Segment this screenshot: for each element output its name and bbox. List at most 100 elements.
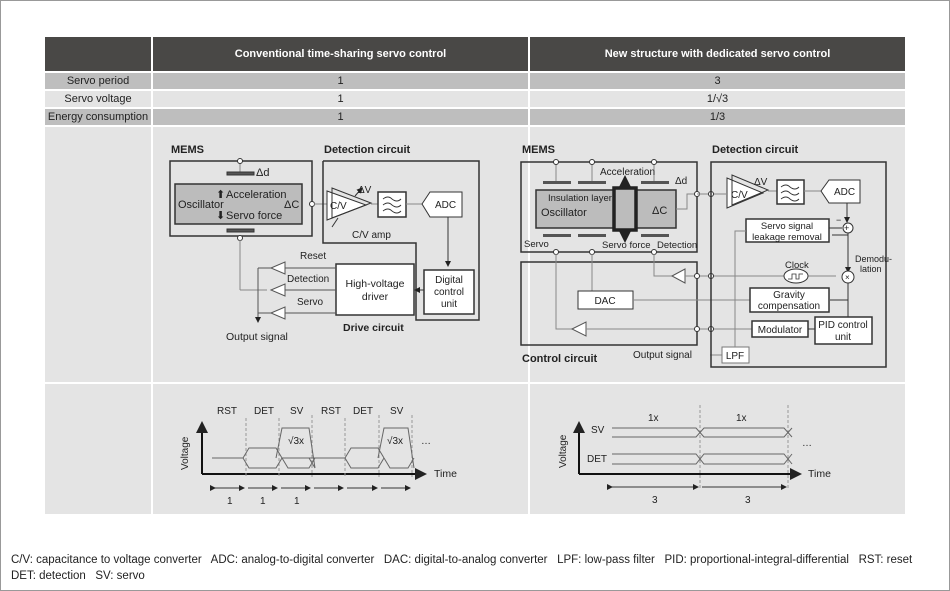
svg-text:1: 1: [294, 496, 300, 507]
svg-text:unit: unit: [441, 299, 457, 310]
detection-box-new: [710, 161, 887, 368]
svg-text:Servo force: Servo force: [226, 210, 282, 222]
svg-text:ΔV: ΔV: [358, 185, 372, 196]
new-diagram: MEMS Detection circuit Acceleration Δd I…: [520, 144, 892, 368]
mems-box-new: [520, 161, 698, 253]
detection-box: [322, 160, 480, 321]
cell-new: 1/√3: [528, 89, 907, 109]
svg-text:1: 1: [227, 496, 233, 507]
detection-title: Detection circuit: [324, 144, 411, 156]
gravity-comp-box: [749, 287, 830, 313]
svg-text:Insulation layer: Insulation layer: [548, 193, 612, 204]
svg-text:Servo force: Servo force: [602, 240, 651, 251]
svg-text:ΔV: ΔV: [754, 177, 768, 188]
svg-text:C/V: C/V: [731, 190, 748, 201]
svg-text:ADC: ADC: [834, 187, 855, 198]
svg-text:RST: RST: [321, 406, 341, 417]
svg-text:DET: DET: [353, 406, 373, 417]
svg-text:…: …: [802, 438, 812, 449]
svg-text:leakage removal: leakage removal: [752, 232, 822, 243]
pid-box: [814, 316, 873, 345]
svg-text:MEMS: MEMS: [522, 144, 555, 156]
bottom-electrode: [226, 228, 255, 233]
svg-text:High-voltage: High-voltage: [346, 278, 405, 290]
oscillator-box-new: [535, 189, 677, 229]
svg-text:DAC: DAC: [594, 296, 615, 307]
svg-text:SV: SV: [390, 406, 404, 417]
oscillator-box: [174, 183, 303, 225]
svg-text:Detection: Detection: [657, 240, 697, 251]
svg-text:Drive circuit: Drive circuit: [343, 322, 404, 334]
svg-text:…: …: [421, 436, 431, 447]
cell-conventional: 1: [151, 89, 530, 109]
svg-text:SV: SV: [591, 425, 605, 436]
conventional-timing: Voltage Time RST DET SV RST DET SV √3x √…: [180, 406, 457, 507]
svg-text:−: −: [836, 215, 841, 225]
hv-driver-box: [335, 263, 415, 316]
control-box: [520, 261, 698, 346]
svg-text:1: 1: [260, 496, 266, 507]
svg-text:Oscillator: Oscillator: [178, 199, 224, 211]
table-row: Energy consumption 1 1/3: [43, 107, 907, 127]
svg-text:Clock: Clock: [785, 260, 809, 271]
table-row: Servo period 1 3: [43, 71, 907, 91]
new-timing: Voltage Time SV DET 1x 1x … 3 3: [558, 405, 831, 506]
svg-text:Servo signal: Servo signal: [761, 221, 813, 232]
svg-text:Acceleration: Acceleration: [600, 167, 655, 178]
svg-text:Servo: Servo: [524, 239, 549, 250]
svg-text:1x: 1x: [648, 413, 659, 424]
svg-text:C/V: C/V: [330, 201, 347, 212]
svg-text:Modulator: Modulator: [758, 325, 803, 336]
caption-line-1: C/V: capacitance to voltage converter AD…: [11, 554, 913, 566]
svg-text:RST: RST: [217, 406, 237, 417]
svg-text:Digital: Digital: [435, 275, 463, 286]
svg-text:Oscillator: Oscillator: [541, 207, 587, 219]
svg-text:unit: unit: [835, 332, 851, 343]
svg-text:ΔC: ΔC: [652, 205, 667, 217]
svg-text:LPF: LPF: [726, 351, 744, 362]
svg-text:Output signal: Output signal: [633, 350, 692, 361]
conventional-diagram: MEMS Detection circuit Δd Oscillator Acc…: [169, 144, 480, 343]
comparison-table: Conventional time-sharing servo control …: [43, 35, 907, 516]
arrow-up-icon: ⬆: [216, 189, 225, 201]
svg-text:Acceleration: Acceleration: [226, 189, 287, 201]
svg-text:Voltage: Voltage: [558, 434, 569, 468]
svg-text:control: control: [434, 287, 464, 298]
svg-text:compensation: compensation: [758, 301, 820, 312]
arrow-down-icon: ⬇: [216, 210, 225, 222]
svg-text:Detection: Detection: [287, 274, 329, 285]
cell-conventional: 1: [151, 71, 530, 91]
svg-text:Reset: Reset: [300, 251, 326, 262]
svg-text:Voltage: Voltage: [180, 436, 191, 470]
svg-text:3: 3: [745, 495, 751, 506]
abbreviation-caption: C/V: capacitance to voltage converter AD…: [11, 552, 941, 584]
svg-text:Demodu-: Demodu-: [855, 254, 892, 264]
svg-text:Time: Time: [434, 468, 457, 480]
svg-text:Servo: Servo: [297, 297, 324, 308]
svg-text:Output signal: Output signal: [226, 331, 288, 343]
svg-text:×: ×: [845, 273, 850, 282]
header-blank: [43, 35, 153, 73]
cell-new: 3: [528, 71, 907, 91]
top-electrode: [226, 171, 255, 176]
header-new: New structure with dedicated servo contr…: [528, 35, 907, 73]
insulation-layer: [612, 186, 638, 232]
svg-text:DET: DET: [587, 454, 607, 465]
svg-text:Detection circuit: Detection circuit: [712, 144, 799, 156]
caption-line-2: DET: detection SV: servo: [11, 570, 145, 582]
svg-text:DET: DET: [254, 406, 274, 417]
digital-control-unit: [423, 269, 475, 315]
timing-row: [43, 382, 907, 516]
svg-text:PID control: PID control: [818, 320, 867, 331]
cell-conventional: 1: [151, 107, 530, 127]
svg-text:ADC: ADC: [435, 200, 456, 211]
svg-text:1x: 1x: [736, 413, 747, 424]
svg-text:+: +: [844, 223, 849, 233]
row-label: Energy consumption: [43, 107, 153, 127]
svg-text:driver: driver: [362, 291, 389, 303]
svg-text:Gravity: Gravity: [773, 290, 805, 301]
svg-text:ΔC: ΔC: [284, 199, 299, 211]
svg-text:lation: lation: [860, 264, 882, 274]
row-label: Servo voltage: [43, 89, 153, 109]
